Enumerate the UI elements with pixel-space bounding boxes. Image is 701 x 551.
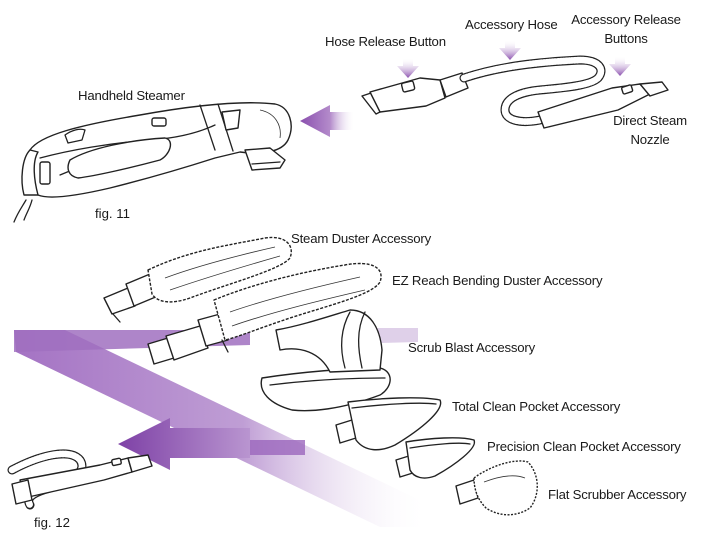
precision-clean-pocket-illustration (395, 437, 475, 479)
label-flat-scrubber: Flat Scrubber Accessory (548, 487, 687, 502)
scrub-blast-illustration (260, 309, 391, 412)
steam-duster-illustration (103, 236, 292, 323)
label-accessory-release-buttons-line2: Buttons (604, 31, 648, 46)
total-clean-pocket-illustration (335, 397, 442, 451)
label-accessory-release-buttons-line1: Accessory Release (571, 12, 681, 27)
label-scrub-blast: Scrub Blast Accessory (408, 340, 535, 355)
label-direct-steam-nozzle-line1: Direct Steam (613, 113, 687, 128)
flat-scrubber-illustration (455, 460, 538, 516)
fig12-insert-arrow (118, 418, 250, 470)
fig12-caption: fig. 12 (34, 515, 70, 530)
handheld-steamer-illustration (13, 102, 292, 223)
label-precision-clean-pocket: Precision Clean Pocket Accessory (487, 439, 681, 454)
accessory-release-pointer-arrow (609, 56, 631, 76)
label-steam-duster: Steam Duster Accessory (291, 231, 431, 246)
fig12-hose-illustration (7, 449, 153, 510)
accessory-hose-pointer-arrow (499, 40, 521, 60)
hose-release-pointer-arrow (397, 58, 419, 78)
ez-reach-duster-illustration (147, 262, 382, 365)
label-hose-release-button: Hose Release Button (325, 34, 446, 49)
accessory-hose-illustration (361, 55, 669, 129)
label-ez-reach-duster: EZ Reach Bending Duster Accessory (392, 273, 603, 288)
label-total-clean-pocket: Total Clean Pocket Accessory (452, 399, 621, 414)
label-accessory-hose: Accessory Hose (465, 17, 558, 32)
fig11-insert-arrow (300, 105, 355, 137)
label-handheld-steamer: Handheld Steamer (78, 88, 185, 103)
label-direct-steam-nozzle-line2: Nozzle (630, 132, 670, 147)
fig11-caption: fig. 11 (95, 206, 130, 221)
